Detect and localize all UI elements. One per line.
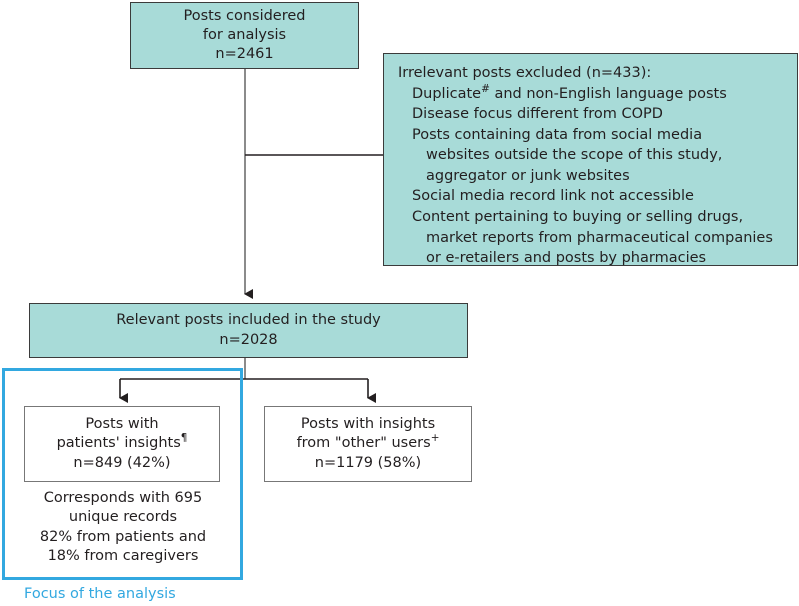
- focus-of-analysis-caption: Focus of the analysis: [24, 586, 176, 602]
- relevant-posts-label: Relevant posts included in the study: [116, 312, 381, 329]
- other-line-1: Posts with insights: [300, 416, 436, 433]
- focus-note-line-2: unique records: [68, 509, 178, 526]
- excluded-item: Social media record link not accessible: [398, 186, 797, 207]
- node-relevant-posts-included: Relevant posts included in the study n=2…: [29, 303, 468, 358]
- other-count: n=1179 (58%): [314, 454, 422, 471]
- excluded-item-text-tail: and non-English language posts: [489, 85, 727, 102]
- excluded-item-continuation: market reports from pharmaceutical compa…: [426, 229, 773, 246]
- excluded-item-text: Disease focus different from COPD: [412, 106, 663, 123]
- posts-considered-line-1: Posts considered: [183, 7, 306, 24]
- excluded-item-text: Social media record link not accessible: [412, 188, 694, 205]
- other-line-2-text: from "other" users: [296, 435, 431, 452]
- excluded-item-text: Duplicate: [412, 85, 482, 102]
- excluded-item: Content pertaining to buying or selling …: [398, 207, 797, 228]
- excluded-items-list: Duplicate# and non-English language post…: [398, 84, 797, 269]
- other-line-2: from "other" users+: [265, 432, 471, 453]
- excluded-item-text: Posts containing data from social media: [412, 126, 703, 143]
- patients-count: n=849 (42%): [73, 454, 171, 471]
- excluded-item-continuation: websites outside the scope of this study…: [426, 147, 723, 164]
- excluded-item: Posts containing data from social media: [398, 125, 797, 146]
- excluded-item: Duplicate# and non-English language post…: [398, 84, 797, 105]
- posts-considered-line-2: for analysis: [202, 26, 287, 43]
- connector-relevant-split: [119, 358, 376, 403]
- excluded-heading: Irrelevant posts excluded (n=433):: [398, 65, 652, 81]
- focus-note: Corresponds with 695 unique records 82% …: [24, 489, 222, 567]
- posts-considered-count: n=2461: [215, 46, 274, 63]
- excluded-item: Disease focus different from COPD: [398, 104, 797, 125]
- excluded-item-continuation: or e-retailers and posts by pharmacies: [426, 250, 707, 267]
- other-footnote-marker: +: [430, 432, 440, 445]
- node-irrelevant-posts-excluded: Irrelevant posts excluded (n=433): Dupli…: [383, 53, 798, 266]
- node-posts-considered: Posts considered for analysis n=2461: [130, 2, 359, 69]
- node-posts-with-patients-insights: Posts with patients' insights¶ n=849 (42…: [24, 406, 220, 482]
- excluded-item-continuation: aggregator or junk websites: [426, 167, 630, 184]
- focus-note-line-4: 18% from caregivers: [47, 548, 199, 565]
- excluded-item-footnote-marker: #: [481, 82, 490, 95]
- patients-line-2-text: patients' insights: [56, 435, 181, 452]
- excluded-item-text: Content pertaining to buying or selling …: [412, 209, 744, 226]
- patients-footnote-marker: ¶: [180, 432, 188, 445]
- focus-note-line-3: 82% from patients and: [39, 528, 207, 545]
- node-posts-with-other-users-insights: Posts with insights from "other" users+ …: [264, 406, 472, 482]
- patients-line-2: patients' insights¶: [25, 432, 219, 453]
- patients-line-1: Posts with: [85, 416, 159, 433]
- focus-note-line-1: Corresponds with 695: [43, 490, 203, 506]
- relevant-posts-count: n=2028: [219, 331, 278, 348]
